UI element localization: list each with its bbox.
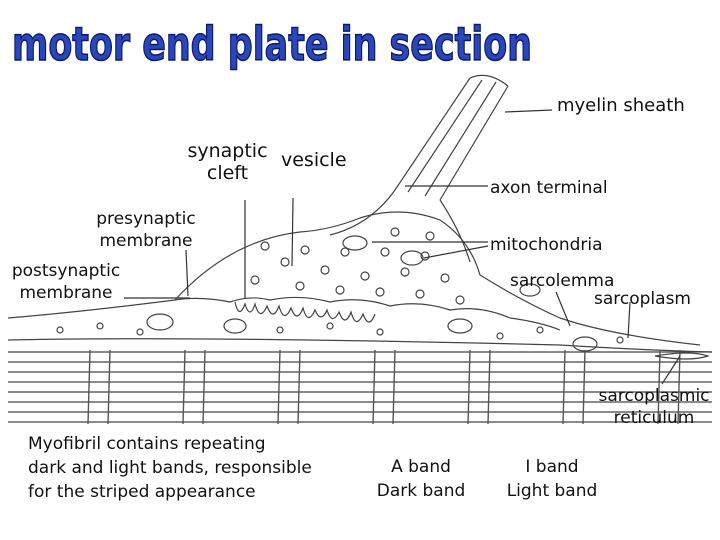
band-boundaries <box>87 349 681 425</box>
leader-presynaptic <box>185 249 189 297</box>
label-synaptic-cleft: synaptic cleft <box>180 140 275 184</box>
label-myofibril-line1: Myofibril contains repeating <box>28 434 266 454</box>
leader-lines <box>124 109 681 385</box>
myelin-sheath-drawing <box>329 74 509 263</box>
label-postsynaptic-line2: membrane <box>19 283 113 303</box>
label-i-band-line1: I band <box>525 457 579 477</box>
label-vesicle: vesicle <box>281 149 347 171</box>
myofibril-bands <box>8 351 712 423</box>
label-synaptic-cleft-line1: synaptic <box>187 140 268 162</box>
label-a-band-line1: A band <box>391 457 451 477</box>
label-axon-terminal: axon terminal <box>490 178 608 198</box>
sarcoplasmic-reticulum-drawing <box>654 352 710 360</box>
leader-myelin-sheath <box>504 109 553 113</box>
label-sarcoplasmic-line2: reticulum <box>613 408 695 428</box>
vesicles <box>250 227 465 305</box>
leader-sarcoplasm <box>627 301 631 339</box>
leader-mitochondria-2 <box>423 245 489 259</box>
title-text: motor end plate in section <box>12 17 532 71</box>
label-mitochondria: mitochondria <box>490 235 603 255</box>
label-presynaptic-line1: presynaptic <box>96 209 196 229</box>
label-sarcoplasm: sarcoplasm <box>594 289 691 309</box>
label-sarcoplasmic-reticulum: sarcoplasmic reticulum <box>596 385 712 429</box>
label-sarcolemma: sarcolemma <box>510 271 615 291</box>
label-a-band: A band Dark band <box>366 455 476 503</box>
label-presynaptic-membrane: presynaptic membrane <box>90 208 202 252</box>
label-myelin-sheath: myelin sheath <box>557 95 685 116</box>
label-presynaptic-line2: membrane <box>99 231 193 251</box>
axon-terminal-drawing <box>174 211 701 346</box>
leader-sarcolemma <box>555 291 571 327</box>
label-sarcoplasmic-line1: sarcoplasmic <box>598 386 710 406</box>
label-i-band: I band Light band <box>496 455 608 503</box>
junctional-folds <box>234 301 376 323</box>
label-myofibril-line2: dark and light bands, responsible <box>28 458 312 478</box>
label-postsynaptic-line1: postsynaptic <box>11 261 121 281</box>
label-postsynaptic-membrane: postsynaptic membrane <box>4 260 128 304</box>
mitochondria-drawing <box>146 235 598 352</box>
diagram-title: motor end plate in section <box>11 16 533 72</box>
label-myofibril-line3: for the striped appearance <box>28 482 256 502</box>
sarcolemma-drawing <box>7 299 713 353</box>
label-myofibril-note: Myofibril contains repeating dark and li… <box>28 432 312 504</box>
label-i-band-line2: Light band <box>506 481 598 501</box>
leader-sarcoplasmic-reticulum <box>661 355 681 385</box>
label-a-band-line2: Dark band <box>376 481 466 501</box>
leader-vesicle <box>291 197 294 267</box>
label-synaptic-cleft-line2: cleft <box>206 162 249 184</box>
